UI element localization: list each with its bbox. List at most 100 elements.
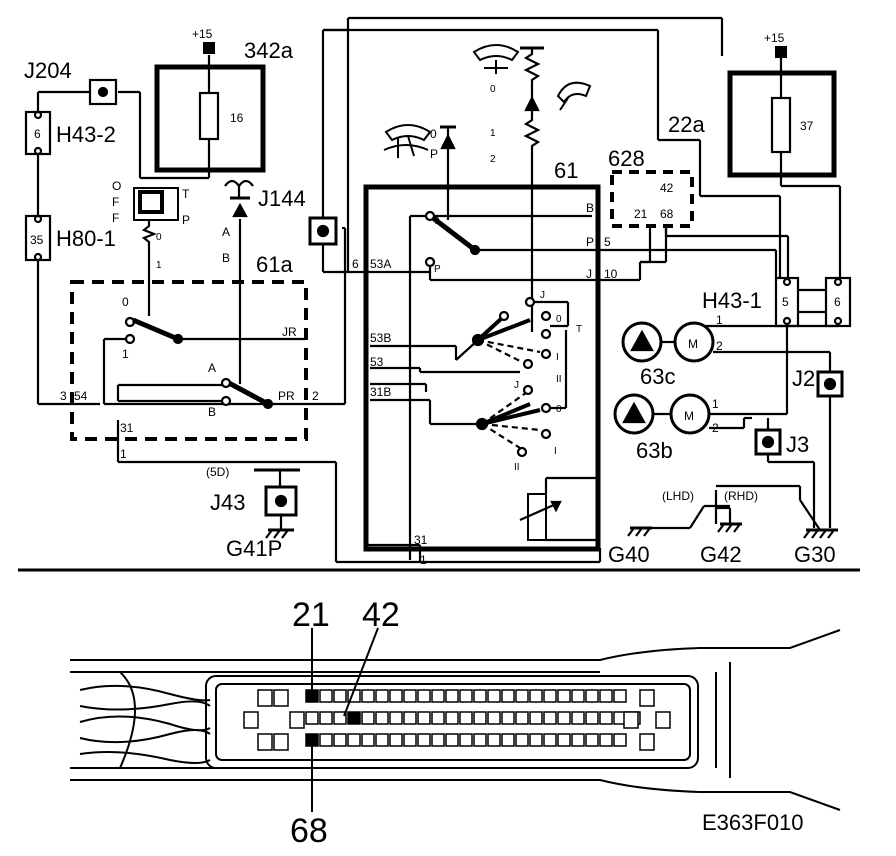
connector-pin — [431, 689, 445, 703]
connector-pin — [403, 733, 417, 747]
connector-pin — [473, 711, 487, 725]
wiper-inner-0: 0 — [434, 216, 440, 227]
fuse-22a-element — [770, 96, 792, 154]
switch-jr-label: JR — [282, 325, 297, 339]
pump-63c-label: 63c — [640, 364, 675, 389]
mid-switch-t: T — [576, 324, 582, 335]
switch-label-f2: F — [112, 211, 119, 225]
mid-switch-0: 0 — [556, 314, 562, 325]
connector-pin — [375, 733, 389, 747]
pump-63b-label: 63b — [636, 438, 673, 463]
connector-guide-pin — [623, 711, 639, 729]
supply-22a-terminal — [775, 46, 787, 58]
connector-pin — [529, 711, 543, 725]
wiper-pin-31b: 31B — [370, 385, 391, 399]
connector-pin — [361, 711, 375, 725]
connector-pin — [515, 711, 529, 725]
mid-switch-i: I — [556, 352, 559, 363]
supply-342a-terminal — [203, 42, 215, 54]
h43-1-pin-5: 5 — [782, 295, 789, 309]
connector-pin — [319, 711, 333, 725]
figure-code: E363F010 — [702, 810, 804, 835]
washer-a-label: A — [222, 225, 230, 239]
connector-pin — [585, 711, 599, 725]
connector-pin — [529, 689, 543, 703]
j2-label: J2 — [792, 366, 815, 391]
g40-label: G40 — [608, 542, 650, 567]
connector-guide-pin — [655, 711, 671, 729]
upper-switch-1: 1 — [122, 347, 129, 361]
wiper-pin-j: J — [586, 267, 592, 281]
h43-2-label: H43-2 — [56, 122, 116, 147]
connector-pin — [417, 711, 431, 725]
connector-guide-pin — [257, 733, 273, 751]
wiper-speed-2: 2 — [490, 154, 496, 165]
washer-b-label: B — [222, 251, 230, 265]
module-628-pin-21: 21 — [634, 207, 648, 221]
upper-switch-0: 0 — [122, 295, 129, 309]
pin-54: 54 — [74, 389, 88, 403]
pin-31: 31 — [120, 421, 134, 435]
connector-pin — [571, 733, 585, 747]
fuse-342a-element — [198, 91, 220, 141]
connector-pin — [543, 733, 557, 747]
connector-pin — [613, 689, 627, 703]
mid-switch-ii: II — [556, 374, 562, 385]
h43-2-pin: 6 — [34, 127, 41, 141]
connector-pin — [459, 689, 473, 703]
rhd-label: (RHD) — [724, 489, 758, 503]
wiper-pin-53a: 53A — [370, 257, 391, 271]
motor-63b-m: M — [684, 409, 694, 423]
connector-pin — [347, 711, 361, 725]
switch-61a-box — [70, 280, 308, 441]
wiper-pin-1: 1 — [420, 553, 427, 567]
switch-pos-1: 1 — [156, 260, 162, 271]
module-628-box — [610, 170, 694, 228]
connector-pin — [403, 689, 417, 703]
connector-pin — [543, 711, 557, 725]
connector-pin — [515, 733, 529, 747]
connector-pin — [473, 733, 487, 747]
j204-label: J204 — [24, 58, 72, 83]
wiper-speed-1: 1 — [490, 128, 496, 139]
connector-pin — [543, 689, 557, 703]
wiper-pin-31: 31 — [414, 533, 428, 547]
j3-label: J3 — [786, 432, 809, 457]
wiper-icons — [383, 44, 592, 158]
connector-pin — [347, 733, 361, 747]
connector-pin — [599, 711, 613, 725]
g30-label: G30 — [794, 542, 836, 567]
wiper-inner-p: P — [434, 264, 441, 275]
wiper-pin-53b: 53B — [370, 331, 391, 345]
connector-pin — [487, 689, 501, 703]
low-switch-i: I — [554, 446, 557, 457]
motor-63c-m: M — [688, 337, 698, 351]
connector-pin — [487, 711, 501, 725]
connector-pin — [501, 733, 515, 747]
connector-pin — [333, 733, 347, 747]
pin-3: 3 — [60, 389, 67, 403]
connector-pin — [613, 733, 627, 747]
switch-label-f1: F — [112, 195, 119, 209]
connector-pin — [501, 711, 515, 725]
wiper-unit-61 — [363, 184, 601, 552]
connector-pin — [389, 689, 403, 703]
switch-pr-label: PR — [278, 389, 295, 403]
connector-pin — [389, 711, 403, 725]
fuse-342a-number: 16 — [230, 111, 244, 125]
switch-pr-pin: 2 — [312, 389, 319, 403]
pin-1: 1 — [120, 447, 127, 461]
wiper-pin-10: 10 — [604, 267, 618, 281]
wiper-speed-0: 0 — [490, 84, 496, 95]
connector-pin — [459, 733, 473, 747]
switch-pos-0: 0 — [156, 232, 162, 243]
connector-pin — [333, 711, 347, 725]
connector-pin — [389, 733, 403, 747]
h80-1-pin: 35 — [30, 233, 44, 247]
j43-note: (5D) — [206, 465, 229, 479]
connector-guide-pin — [243, 711, 259, 729]
wiper-pin-53: 53 — [370, 355, 384, 369]
connector-pin — [515, 689, 529, 703]
connector-pin — [375, 689, 389, 703]
